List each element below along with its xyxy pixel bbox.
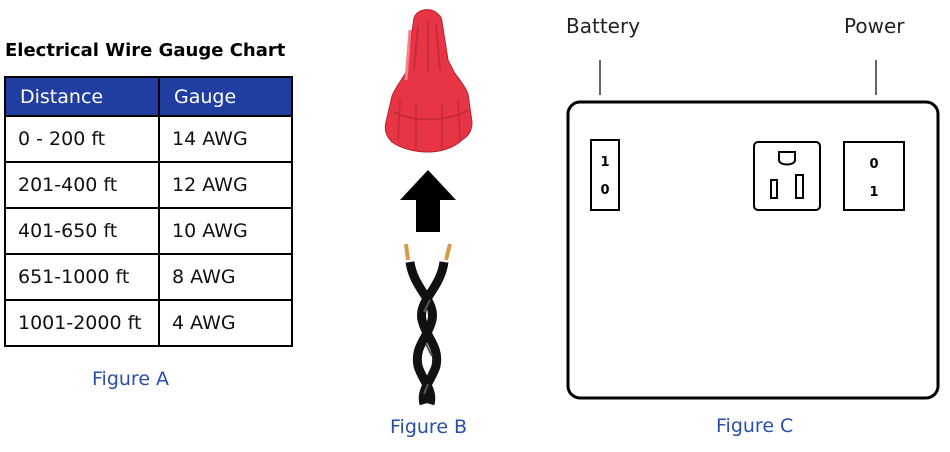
table-row: 201-400 ft 12 AWG (4, 161, 293, 209)
up-arrow-icon (400, 170, 456, 232)
power-outlet-icon (753, 141, 821, 211)
table-header-row: Distance Gauge (4, 76, 293, 117)
gauge-cell: 10 AWG (158, 207, 293, 255)
gauge-cell: 12 AWG (158, 161, 293, 209)
table-row: 1001-2000 ft 4 AWG (4, 299, 293, 347)
power-switch-icon: 0 1 (843, 141, 905, 211)
power-switch-on-label: 1 (869, 185, 878, 200)
table-row: 401-650 ft 10 AWG (4, 207, 293, 255)
table-row: 0 - 200 ft 14 AWG (4, 115, 293, 163)
column-header-gauge: Gauge (158, 76, 293, 117)
distance-cell: 1001-2000 ft (4, 299, 160, 347)
column-header-distance: Distance (4, 76, 160, 117)
battery-switch-icon: 1 0 (590, 139, 620, 211)
gauge-cell: 4 AWG (158, 299, 293, 347)
figure-c-panel-illustration: 1 0 0 1 (566, 60, 940, 400)
gauge-cell: 14 AWG (158, 115, 293, 163)
battery-switch-on-label: 1 (600, 155, 609, 170)
gauge-cell: 8 AWG (158, 253, 293, 301)
figure-b-illustration (384, 9, 473, 406)
power-switch-off-label: 0 (869, 157, 878, 172)
battery-label: Battery (566, 14, 641, 38)
wire-nut-icon (384, 9, 473, 153)
figure-c-caption: Figure C (716, 415, 794, 437)
wire-gauge-table: Distance Gauge 0 - 200 ft 14 AWG 201-400… (4, 76, 293, 347)
battery-switch-off-label: 0 (600, 183, 609, 198)
table-row: 651-1000 ft 8 AWG (4, 253, 293, 301)
figure-a-caption: Figure A (92, 368, 170, 390)
distance-cell: 651-1000 ft (4, 253, 160, 301)
distance-cell: 0 - 200 ft (4, 115, 160, 163)
chart-title: Electrical Wire Gauge Chart (5, 40, 286, 61)
distance-cell: 401-650 ft (4, 207, 160, 255)
distance-cell: 201-400 ft (4, 161, 160, 209)
figure-b-caption: Figure B (390, 416, 468, 438)
twisted-wire-icon (404, 243, 452, 406)
power-label: Power (844, 14, 905, 38)
